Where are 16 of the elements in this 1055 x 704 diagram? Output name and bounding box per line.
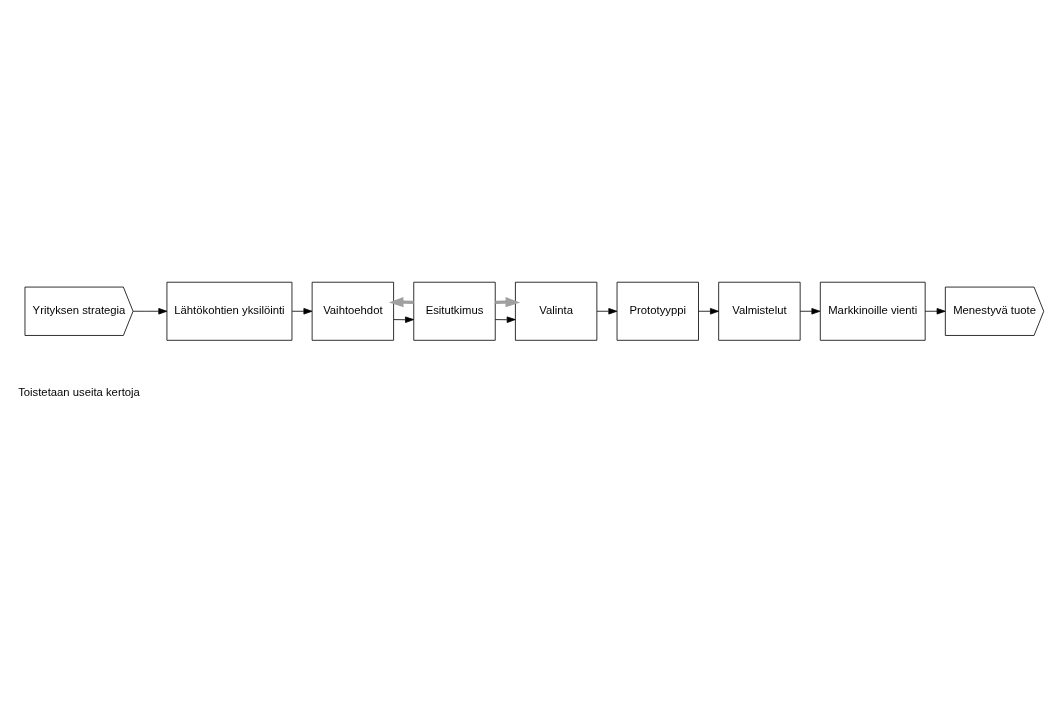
arrow [596, 308, 618, 315]
arrow [495, 316, 516, 323]
arrow [291, 308, 313, 315]
node-box: Valinta [515, 281, 598, 341]
node-box: Markkinoille vienti [819, 281, 926, 341]
label: Toistetaan useita kertoja [18, 385, 140, 398]
arrow [924, 308, 946, 315]
node-box: Vaihtoehdot [311, 281, 394, 341]
node-box: Esitutkimus [413, 281, 496, 341]
node-box: Lähtökohtien yksilöinti [166, 281, 293, 341]
arrow [393, 316, 414, 323]
arrow [799, 308, 821, 315]
node-box: Prototyyppi [616, 281, 699, 341]
arrow [698, 308, 719, 315]
node-box: Valmistelut [718, 281, 801, 341]
arrow [132, 308, 168, 315]
